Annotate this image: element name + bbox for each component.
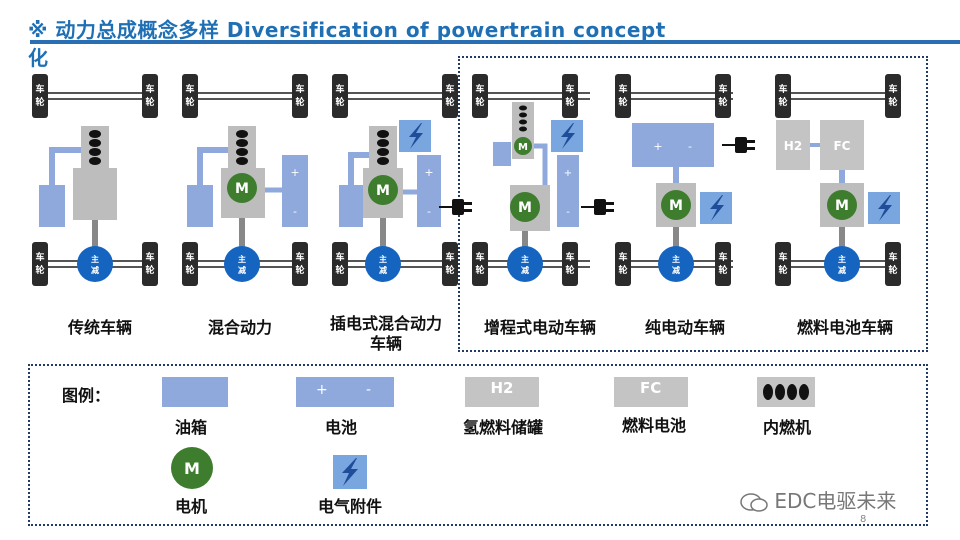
vehicle-label-hybrid: 混合动力: [207, 318, 272, 337]
legend-swatch-ice: [757, 377, 815, 407]
svg-text:M: M: [184, 459, 200, 478]
legend-label-fuel-cell: 燃料电池: [622, 416, 687, 435]
page-number: 8: [860, 514, 867, 525]
vehicle-label-conventional: 传统车辆: [67, 318, 132, 337]
vehicle-label-fcev: 燃料电池车辆: [796, 318, 893, 337]
legend-label-electrical: 电气附件: [318, 497, 383, 516]
svg-text:FC: FC: [833, 139, 850, 153]
watermark: EDC电驱未来: [740, 485, 896, 514]
svg-text:+: +: [290, 166, 299, 179]
motor-icon: M: [171, 447, 213, 489]
vehicle-conventional: [32, 74, 158, 286]
legend-swatch-motor: M: [170, 446, 214, 490]
legend-label-tank: 油箱: [175, 418, 208, 437]
ice-cylinders-icon: [763, 384, 809, 400]
svg-text:+: +: [424, 166, 433, 179]
fc-label: FC: [640, 379, 662, 397]
vehicle-hybrid: + -: [182, 74, 308, 286]
vehicle-label-bev: 纯电动车辆: [644, 318, 725, 337]
vehicle-fcev: H2 FC: [775, 74, 901, 286]
vehicle-bev: + -: [615, 74, 756, 286]
legend-title: 图例：: [62, 386, 111, 405]
svg-text:-: -: [427, 205, 431, 218]
watermark-text: EDC电驱未来: [774, 489, 897, 513]
svg-text:-: -: [566, 207, 570, 218]
lightning-icon: [333, 455, 367, 489]
svg-text:-: -: [688, 140, 692, 153]
svg-text:+: +: [564, 168, 572, 179]
battery-plus-sign: +: [316, 382, 328, 398]
legend-frame: [28, 364, 928, 526]
title-underline: [30, 40, 960, 44]
wechat-icon: [740, 492, 768, 513]
legend-swatch-tank: [162, 377, 228, 407]
vehicle-erev: M + -: [472, 74, 615, 286]
svg-text:M: M: [518, 142, 528, 153]
legend-swatch-battery: + -: [296, 377, 394, 407]
svg-text:H2: H2: [784, 139, 802, 153]
legend-label-ice: 内燃机: [763, 418, 812, 437]
legend-label-battery: 电池: [325, 418, 358, 437]
h2-label: H2: [490, 379, 514, 397]
vehicle-label-erev: 增程式电动车辆: [483, 318, 596, 337]
svg-text:+: +: [653, 140, 662, 153]
page-title-wrap: 化: [28, 46, 48, 70]
vehicle-label-phev: 插电式混合动力车辆: [329, 314, 442, 353]
vehicle-phev: + -: [332, 74, 473, 286]
legend-label-motor: 电机: [175, 497, 208, 516]
legend-swatch-h2-tank: H2: [465, 377, 539, 407]
battery-minus-sign: -: [366, 382, 372, 398]
svg-text:-: -: [293, 205, 297, 218]
page-title: ※ 动力总成概念多样 Diversification of powertrain…: [28, 18, 666, 42]
legend-swatch-electrical: [333, 455, 367, 489]
legend-label-h2-tank: 氢燃料储罐: [463, 418, 544, 437]
legend-swatch-fuel-cell: FC: [614, 377, 688, 407]
